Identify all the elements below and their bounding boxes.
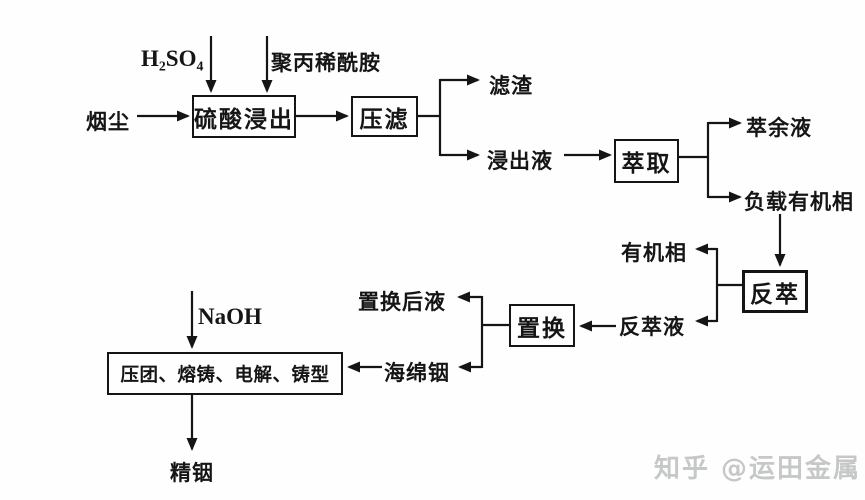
label-sodium-hydroxide: NaOH	[198, 304, 262, 329]
node-pressure-filtration: 压滤	[351, 96, 418, 137]
label-polyacrylamide: 聚丙稀酰胺	[271, 51, 381, 75]
label-filter-residue: 滤渣	[489, 74, 533, 98]
label-loaded-organic-phase: 负载有机相	[744, 190, 854, 214]
node-briquette-cast-electrolyze: 压团、熔铸、电解、铸型	[107, 352, 343, 395]
node-back-extraction: 反萃	[742, 270, 808, 313]
label-raffinate: 萃余液	[746, 116, 812, 140]
label-strip-liquor: 反萃液	[619, 315, 685, 339]
label-sponge-indium: 海绵铟	[384, 361, 450, 385]
label-organic-phase: 有机相	[621, 241, 687, 265]
node-displacement: 置换	[509, 304, 575, 347]
label-sulfuric-acid: H₂SO₄	[141, 46, 204, 71]
label-displaced-liquid: 置换后液	[358, 290, 446, 314]
node-extraction: 萃取	[614, 139, 679, 183]
watermark-zhihu: 知乎 @运田金属	[654, 454, 862, 484]
label-smoke-dust: 烟尘	[86, 110, 130, 134]
node-acid-leaching: 硫酸浸出	[192, 95, 296, 138]
label-refined-indium: 精铟	[170, 461, 214, 485]
label-leachate: 浸出液	[487, 149, 553, 173]
